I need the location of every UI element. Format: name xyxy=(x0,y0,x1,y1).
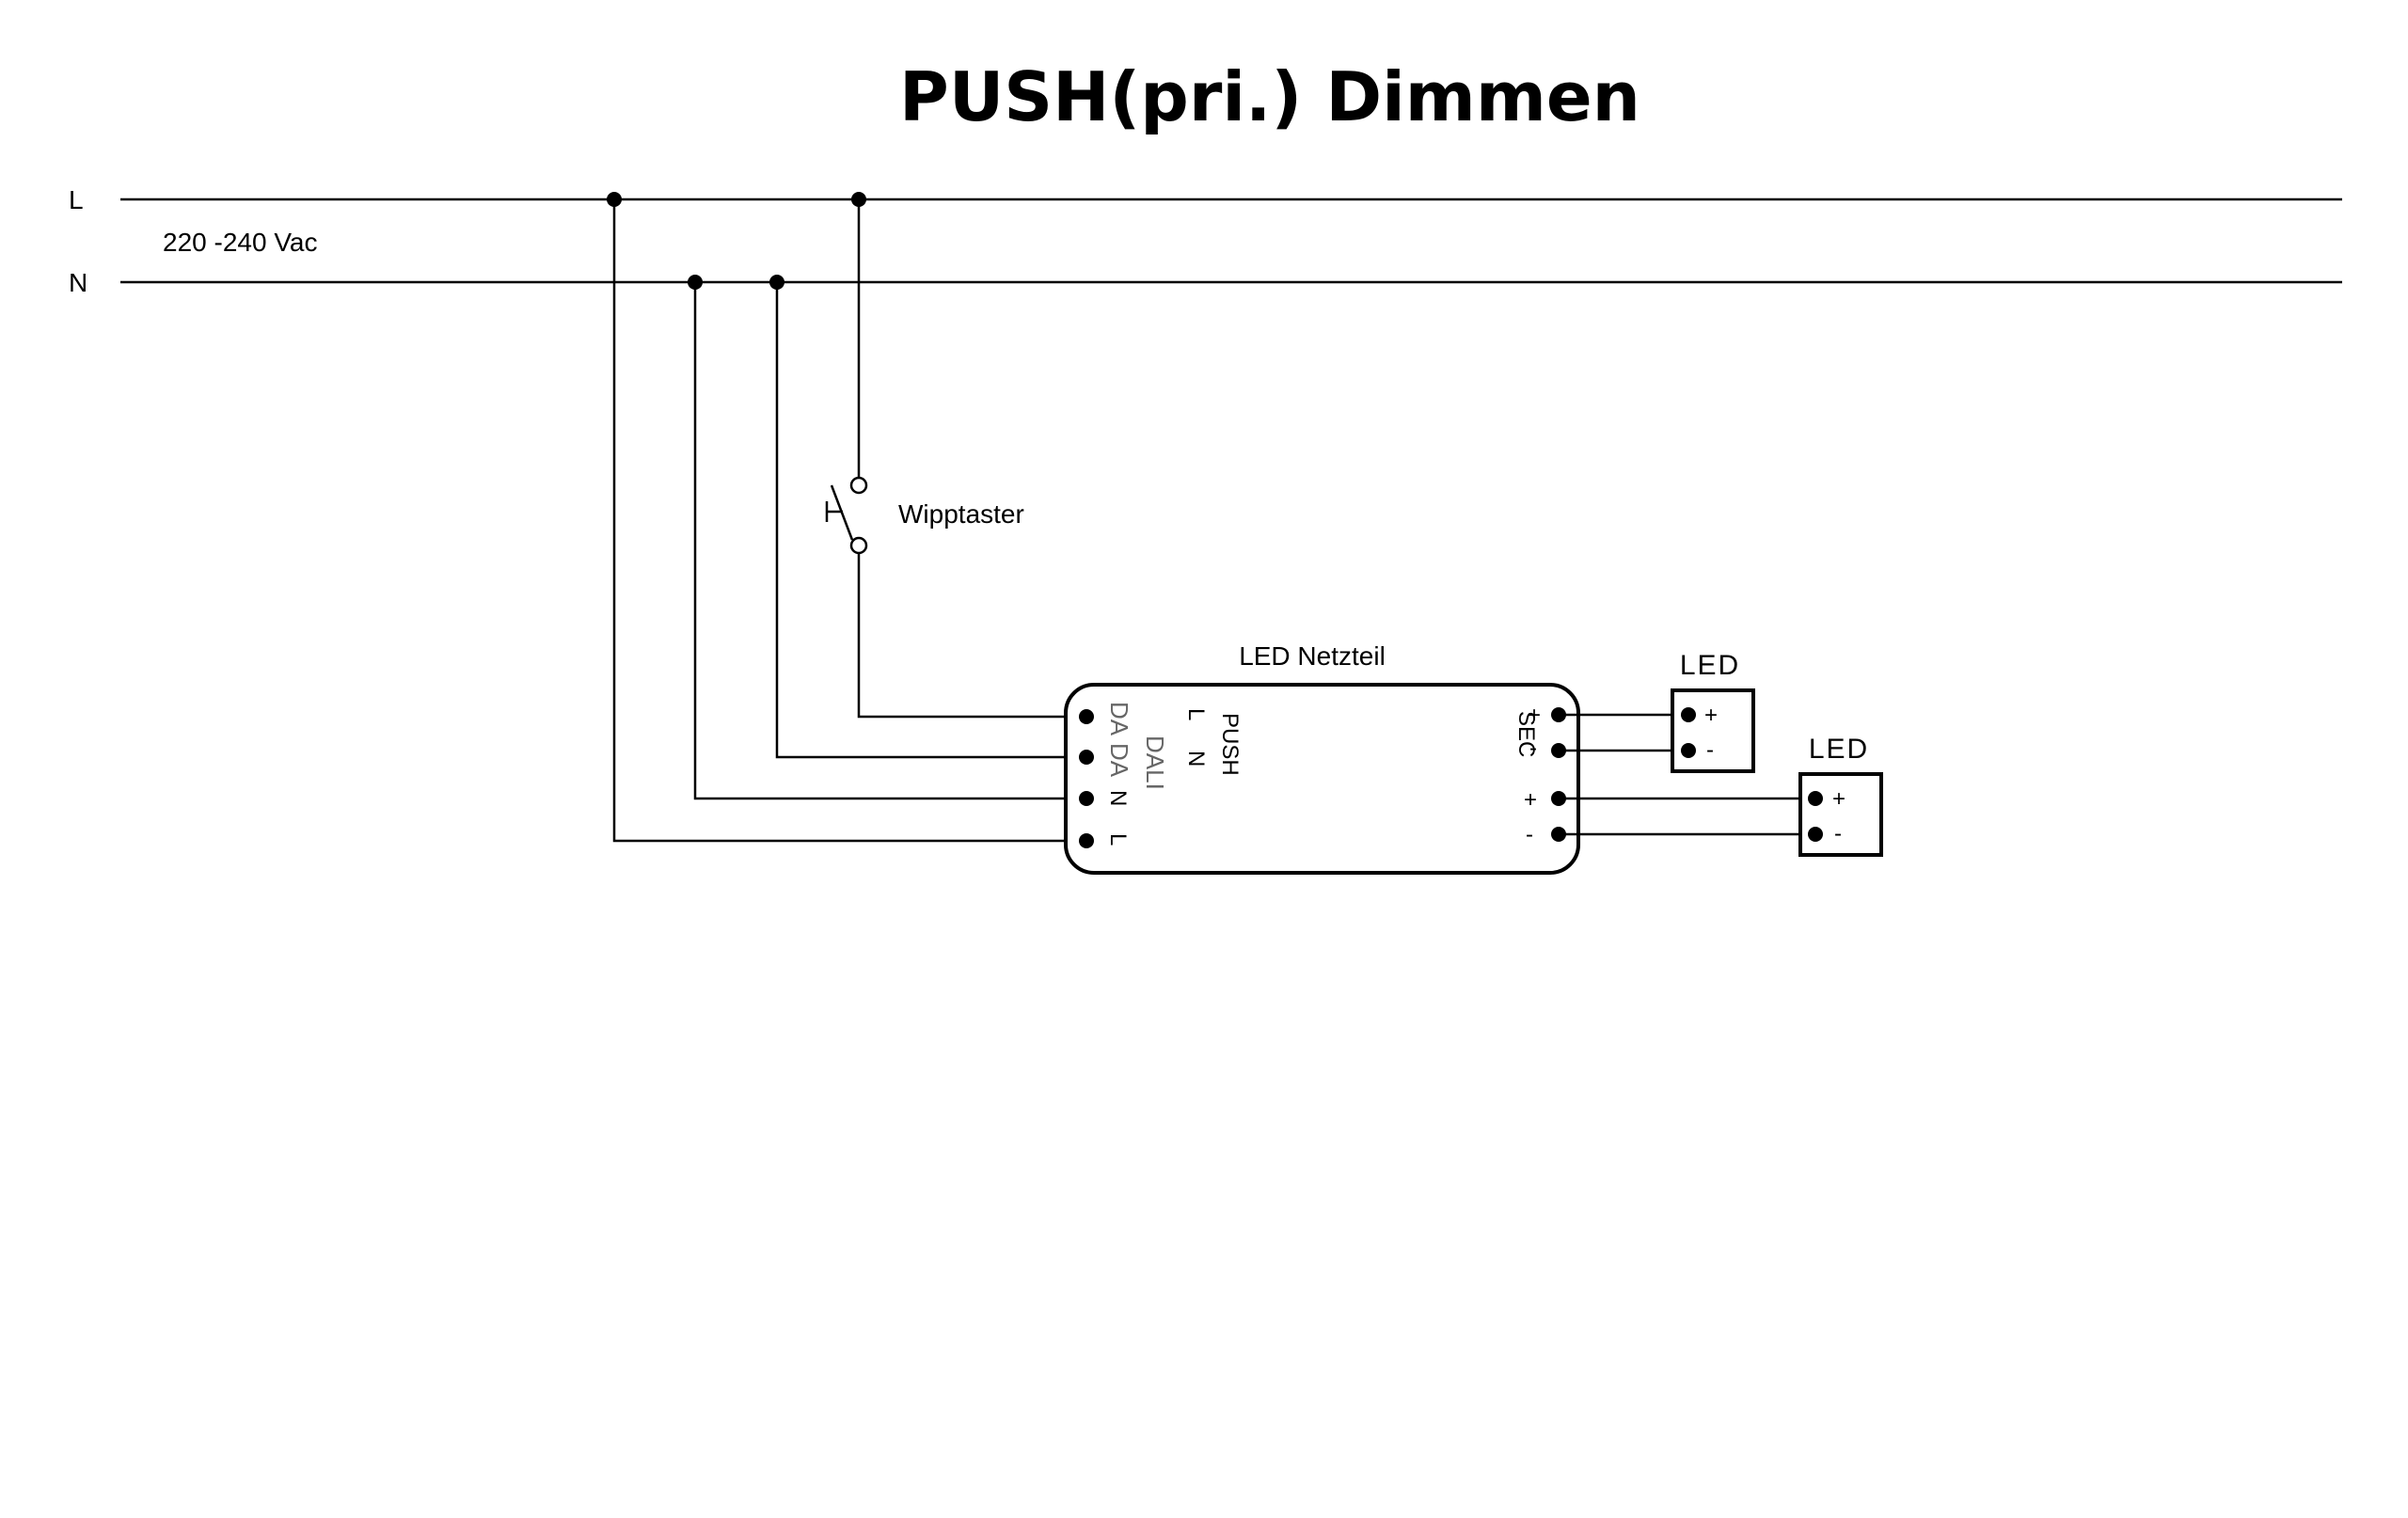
out2-plus-label: + xyxy=(1524,787,1537,813)
pin-da1-label: DA xyxy=(1105,702,1133,736)
pin-da2-label: DA xyxy=(1105,743,1133,778)
wire-n-to-driver xyxy=(693,282,1084,800)
push-switch-symbol xyxy=(825,476,868,555)
terminal-da2 xyxy=(1079,750,1094,765)
led1-minus-label: - xyxy=(1706,737,1714,763)
led2-plus-terminal xyxy=(1808,791,1823,806)
driver-label: LED Netzteil xyxy=(1239,641,1386,671)
out2-minus-label: - xyxy=(1526,822,1533,847)
pin-l-label: L xyxy=(1105,833,1131,846)
diagram-title: PUSH(pri.) Dimmen xyxy=(899,57,1640,136)
terminal-da1 xyxy=(1079,709,1094,724)
led2-label: LED xyxy=(1809,734,1869,765)
push-label: PUSH xyxy=(1217,713,1243,776)
push-n-label: N xyxy=(1183,751,1209,767)
wire-n-to-push xyxy=(775,282,1084,759)
dali-label: DALI xyxy=(1141,735,1169,790)
led-driver-box xyxy=(1064,683,1580,875)
sec-minus-label: - xyxy=(1529,735,1537,761)
pin-n-label: N xyxy=(1105,790,1131,806)
terminal-n xyxy=(1079,791,1094,806)
led1-plus-terminal xyxy=(1681,707,1696,722)
led1-box xyxy=(1671,688,1755,773)
led2-minus-terminal xyxy=(1808,827,1823,842)
wire-l-to-driver xyxy=(612,199,1084,843)
mains-l-label: L xyxy=(69,185,84,214)
led1-plus-label: + xyxy=(1704,703,1718,728)
led2-minus-label: - xyxy=(1834,821,1842,846)
sec-plus-label: + xyxy=(1528,703,1541,728)
led2-plus-label: + xyxy=(1832,786,1846,812)
led1-minus-terminal xyxy=(1681,743,1696,758)
wire-switch-to-push xyxy=(857,553,1084,719)
push-l-label: L xyxy=(1183,708,1209,720)
mains-n-label: N xyxy=(69,268,87,297)
switch-label: Wipptaster xyxy=(898,499,1024,529)
led1-label: LED xyxy=(1680,650,1740,681)
terminal-l xyxy=(1079,833,1094,848)
sec-label: SEC xyxy=(1513,711,1539,757)
mains-voltage-label: 220 -240 Vac xyxy=(163,228,318,257)
